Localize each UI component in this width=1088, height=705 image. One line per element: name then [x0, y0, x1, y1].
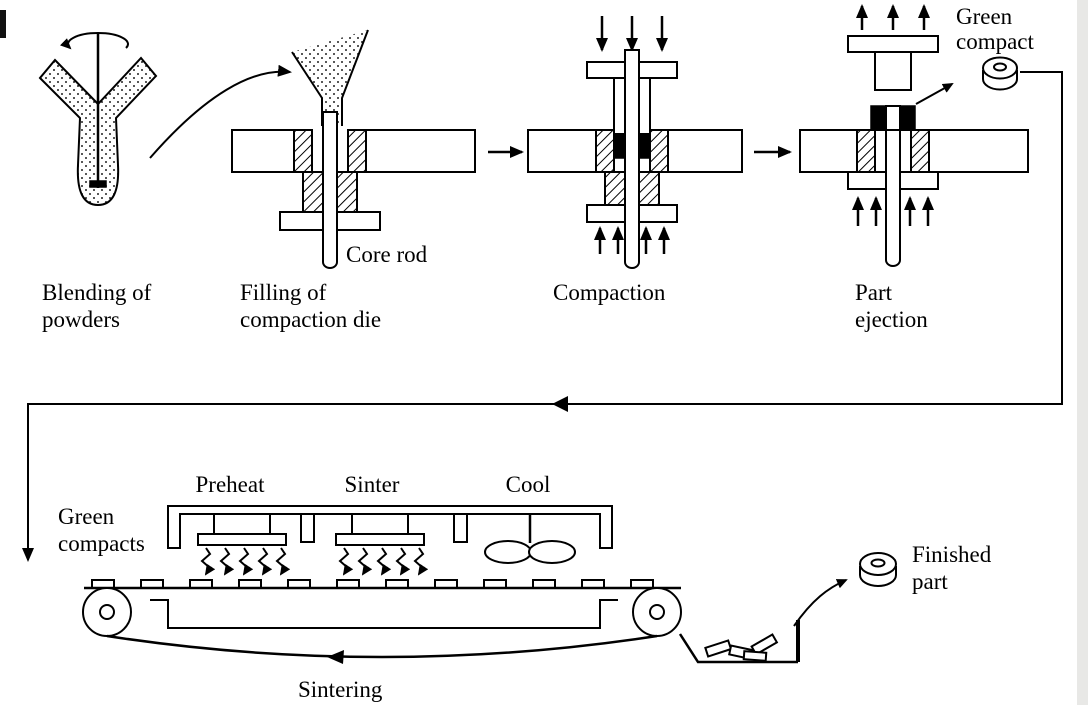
preheat-heater-bar [197, 533, 287, 546]
belt-support [150, 599, 618, 629]
rotation-arrow [60, 32, 129, 50]
label-finished-part-line2: part [912, 569, 948, 594]
green-compact-hole [993, 62, 1007, 72]
label-green-compact-line1: Green [956, 4, 1013, 29]
green-compact-part: Green compact [956, 4, 1035, 91]
zone-divider-1 [300, 513, 315, 543]
die-wall-right [649, 129, 669, 173]
label-green-compact-line2: compact [956, 29, 1035, 54]
finished-part-side [859, 566, 897, 587]
green-compact-side [982, 70, 1018, 91]
die-wall-left [293, 129, 313, 173]
core-rod [624, 49, 640, 269]
heat-wave-arrow [357, 547, 373, 576]
label-filling-line2: compaction die [240, 307, 381, 332]
tumbled-part [750, 633, 779, 656]
die-wall-left [856, 129, 876, 173]
sleeve-left [604, 171, 626, 206]
finished-part-hole [870, 558, 886, 568]
heat-wave-arrow [376, 547, 392, 576]
belt-return [106, 634, 658, 659]
label-compaction: Compaction [553, 280, 666, 305]
fan-blade-right [528, 540, 576, 564]
die-wall-right [347, 129, 367, 173]
funnel-powder [292, 30, 368, 126]
green-compact-top [982, 56, 1018, 80]
label-finished-part-line1: Finished [912, 542, 992, 567]
compacted-powder-left [613, 133, 626, 159]
label-preheat: Preheat [196, 472, 266, 497]
top-punch-crossbar [847, 35, 939, 53]
top-punch-stem [874, 51, 912, 91]
conveyor-belt: Green compacts Sintering [58, 504, 682, 702]
heat-wave-arrow [338, 547, 354, 576]
roller-left-hub [99, 604, 115, 620]
bin-tray [678, 633, 798, 664]
furnace-hood [167, 505, 613, 549]
ejected-compact-hole [885, 105, 901, 131]
fan-blade-left [484, 540, 532, 564]
sleeve-right [336, 171, 358, 213]
arrow-to-green-compact [915, 83, 954, 105]
stage-filling: Core rod Filling of compaction die [231, 29, 476, 332]
flow-arrowhead-left [552, 396, 568, 412]
finished-part: Finished part [859, 542, 992, 594]
label-ejection-line2: ejection [855, 307, 928, 332]
die-table-right [928, 129, 1029, 173]
outfeed-bin [678, 579, 848, 664]
label-core-rod: Core rod [346, 242, 428, 267]
scan-edge-artifact [1077, 0, 1088, 705]
label-green-compacts-line1: Green [58, 504, 115, 529]
heat-wave-arrow [257, 547, 273, 576]
die-table-left [799, 129, 858, 173]
sleeve-right [638, 171, 660, 206]
scan-artifact-mark [0, 10, 6, 38]
tumbled-part [704, 639, 733, 658]
die-table-left [231, 129, 295, 173]
compacted-powder-right [638, 133, 651, 159]
stage-blending: Blending of powders [38, 32, 158, 332]
stage-ejection: Part ejection [799, 4, 1029, 332]
flow-connector [22, 71, 1063, 562]
die-wall-left [595, 129, 615, 173]
label-blending-line2: powders [42, 307, 120, 332]
process-arrow-blend-to-fill [149, 64, 292, 159]
die-table-left [527, 129, 597, 173]
heat-wave-arrow [275, 547, 291, 576]
heat-wave-arrow [395, 547, 411, 576]
blender-agitator [89, 180, 107, 188]
tumbled-part [742, 650, 768, 662]
sintering-furnace: Preheat Sinter Cool [167, 472, 613, 576]
label-cool: Cool [506, 472, 551, 497]
sleeve-left [302, 171, 324, 213]
label-green-compacts-line2: compacts [58, 531, 145, 556]
label-blending-line1: Blending of [42, 280, 152, 305]
label-filling-line1: Filling of [240, 280, 327, 305]
roller-right-hub [649, 604, 665, 620]
arrow-to-finished-part [793, 579, 848, 627]
sinter-heater-bar [335, 533, 425, 546]
stage-compaction: Compaction [527, 16, 743, 305]
label-sintering: Sintering [298, 677, 383, 702]
core-rod [322, 111, 338, 269]
die-table-right [365, 129, 476, 173]
heat-wave-arrow [413, 547, 429, 576]
core-rod [885, 129, 901, 267]
belt-return-arrowhead [327, 650, 344, 664]
zone-divider-2 [453, 513, 468, 543]
label-sinter: Sinter [345, 472, 400, 497]
label-ejection-line1: Part [855, 280, 893, 305]
finished-part-top [859, 552, 897, 576]
die-wall-right [910, 129, 930, 173]
heat-wave-arrow [200, 547, 216, 576]
heat-wave-arrow [238, 547, 254, 576]
die-table-right [667, 129, 743, 173]
heat-wave-arrow [219, 547, 235, 576]
flow-line [22, 71, 1063, 562]
